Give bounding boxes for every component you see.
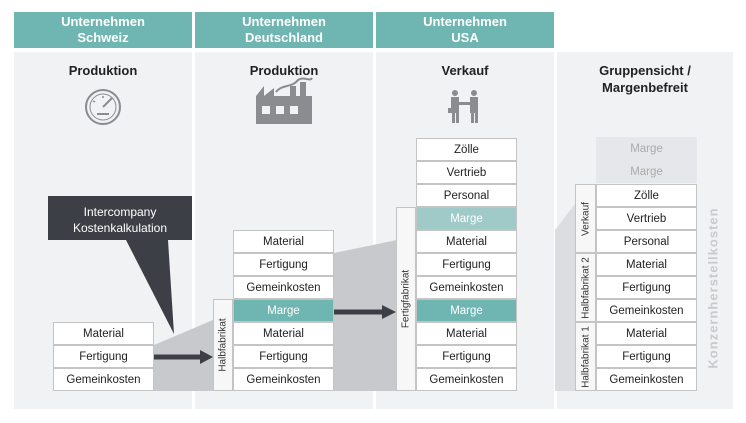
arrow-right-icon: [334, 305, 396, 319]
title-schweiz: Produktion: [68, 63, 138, 78]
stack4-item: Gemeinkosten: [596, 299, 697, 322]
stack3-item: Gemeinkosten: [416, 368, 517, 391]
stack4-item: Gemeinkosten: [596, 368, 697, 391]
stack4-item-marge: Marge: [596, 160, 697, 183]
label-halbfabrikat-2: Halbfabrikat 2: [575, 253, 596, 322]
stack4-item: Personal: [596, 230, 697, 253]
stack2-item: Gemeinkosten: [233, 276, 334, 299]
stack4-item: Zölle: [596, 184, 697, 207]
stack1-item: Material: [53, 322, 154, 345]
factory-icon: [256, 77, 313, 124]
stack3-item: Gemeinkosten: [416, 276, 517, 299]
stack3-item: Zölle: [416, 138, 517, 161]
stack2-item: Fertigung: [233, 253, 334, 276]
stack3-item: Material: [416, 322, 517, 345]
callout-pointer: [126, 240, 174, 334]
label-halbfabrikat: Halbfabrikat: [213, 299, 233, 391]
stack3-item-marge: Marge: [416, 207, 517, 230]
stack4-item-marge: Marge: [596, 137, 697, 160]
label-halbfabrikat-2-text: Halbfabrikat 2: [580, 256, 591, 319]
stack4-item: Material: [596, 253, 697, 276]
stack2-item: Gemeinkosten: [233, 368, 334, 391]
connector-band-3: [555, 204, 575, 391]
stack4-item: Vertrieb: [596, 207, 697, 230]
stack4-item: Fertigung: [596, 276, 697, 299]
title-gruppensicht: Gruppensicht / Margenbefreit: [599, 63, 691, 95]
handshake-icon: [448, 90, 478, 123]
stack4-item: Material: [596, 322, 697, 345]
stack3-item: Fertigung: [416, 345, 517, 368]
stack3-item-marge: Marge: [416, 299, 517, 322]
arrow-right-icon: [154, 350, 213, 364]
label-konzernherstellkosten: Konzernherstellkosten: [700, 184, 726, 391]
label-halbfabrikat-1: Halbfabrikat 1: [575, 322, 596, 391]
stack2-item: Material: [233, 230, 334, 253]
stack3-item: Vertrieb: [416, 161, 517, 184]
title-usa: Verkauf: [441, 63, 489, 78]
stack1-item: Fertigung: [53, 345, 154, 368]
stack3-item: Material: [416, 230, 517, 253]
label-verkauf-text: Verkauf: [580, 201, 591, 236]
stack2-item-marge: Marge: [233, 299, 334, 322]
title-deutschland: Produktion: [249, 63, 319, 78]
stack1-item: Gemeinkosten: [53, 368, 154, 391]
label-konzernherstellkosten-text: Konzernherstellkosten: [705, 206, 721, 369]
label-fertigfabrikat: Fertigfabrikat: [396, 207, 416, 391]
connector-band-2: [334, 240, 397, 391]
stack3-item: Fertigung: [416, 253, 517, 276]
stack4-item: Fertigung: [596, 345, 697, 368]
label-halbfabrikat-1-text: Halbfabrikat 1: [580, 325, 591, 388]
gauge-icon: [85, 89, 121, 125]
callout-box: Intercompany Kostenkalkulation: [48, 196, 192, 240]
header-deutschland: Unternehmen Deutschland: [195, 12, 373, 48]
stack2-item: Fertigung: [233, 345, 334, 368]
stack2-item: Material: [233, 322, 334, 345]
label-halbfabrikat-text: Halbfabrikat: [217, 318, 229, 372]
stack3-item: Personal: [416, 184, 517, 207]
label-fertigfabrikat-text: Fertigfabrikat: [400, 269, 412, 329]
label-verkauf: Verkauf: [575, 184, 596, 253]
header-schweiz: Unternehmen Schweiz: [14, 12, 192, 48]
header-usa: Unternehmen USA: [376, 12, 554, 48]
